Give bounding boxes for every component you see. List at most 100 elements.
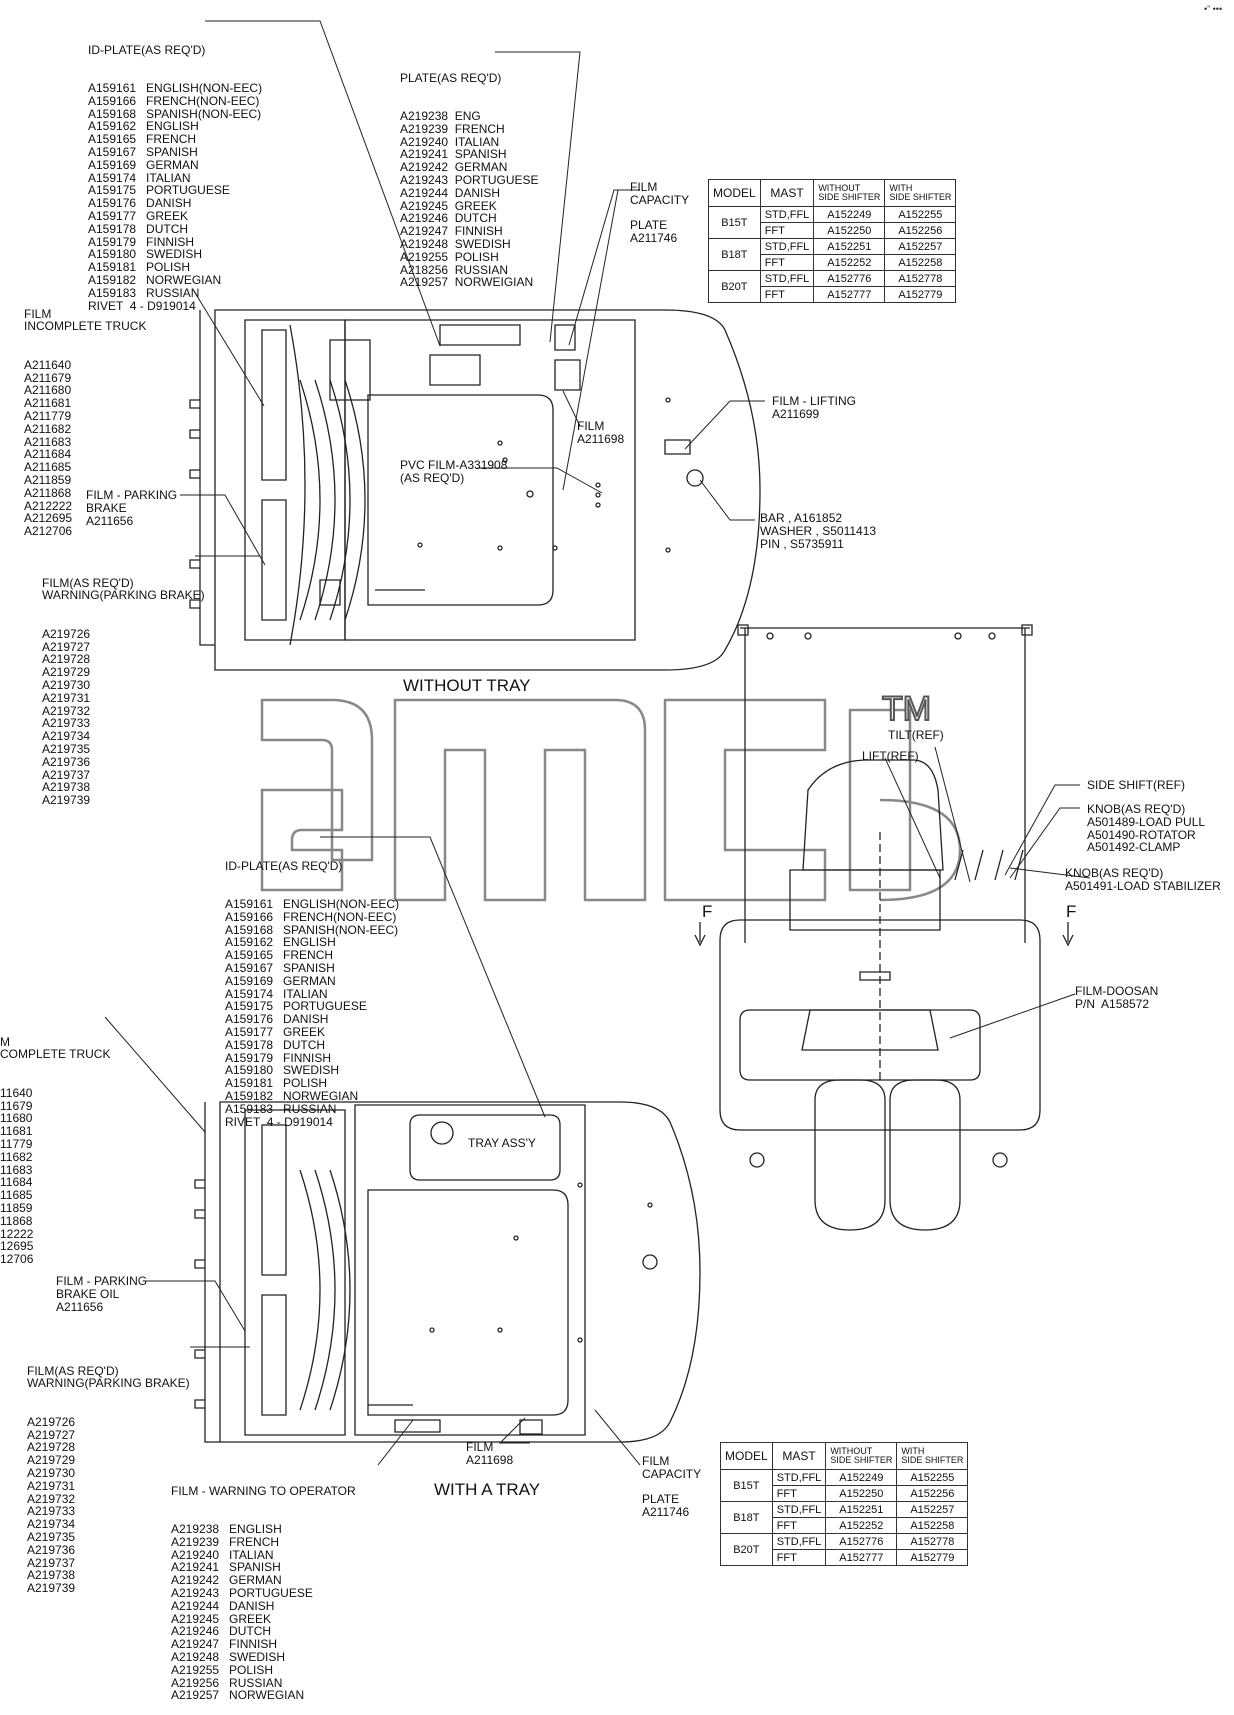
part-number-cell: A152778 [896, 1533, 969, 1550]
list-item: A219726 [42, 626, 91, 641]
list-item: A219734 [42, 729, 91, 744]
part-number-cell: A152776 [813, 270, 886, 287]
mast-cell: FFT [771, 1549, 827, 1566]
list-item: A159176 DANISH [225, 1012, 329, 1027]
list-item: A219240 ITALIAN [400, 134, 500, 149]
list-item: A159180 SWEDISH [225, 1063, 340, 1078]
list-item: A159165 FRENCH [225, 948, 334, 963]
bottom-film-a211698: FILM A211698 [466, 1440, 514, 1467]
part-number-cell: A152779 [884, 286, 957, 303]
list-item: A159169 GERMAN [88, 157, 199, 172]
model-cell: B20T [720, 1533, 773, 1566]
top-film-warning-title: FILM(AS REQ'D) WARNING(PARKING BRAKE) [42, 575, 205, 603]
top-pvc-film: PVC FILM-A331908 (AS REQ'D) [400, 458, 508, 485]
list-item: 11683 [0, 1162, 33, 1177]
list-item: A219729 [42, 665, 91, 680]
list-item: A219733 [42, 716, 91, 731]
bottom-film-warning-title: FILM(AS REQ'D) WARNING(PARKING BRAKE) [27, 1363, 190, 1391]
list-item: A219737 [27, 1555, 76, 1570]
list-item: A211779 [24, 408, 72, 423]
part-number-cell: A152251 [825, 1501, 898, 1518]
spec-table-header: MODEL MAST WITHOUT SIDE SHIFTER WITH SID… [708, 179, 957, 207]
list-item: A219736 [42, 754, 91, 769]
watermark-tm: TM [881, 689, 932, 729]
mast-cell: STD,FFL [771, 1533, 827, 1550]
list-item: RIVET 4 - D919014 [225, 1114, 333, 1129]
list-item: A219730 [42, 677, 91, 692]
list-item: A211679 [24, 370, 72, 385]
list-item: A219239 FRENCH [171, 1534, 280, 1549]
mast-cell: FFT [759, 222, 815, 239]
list-item: A219739 [27, 1581, 76, 1596]
top-id-plate-title: ID-PLATE(AS REQ'D) [88, 42, 206, 57]
list-item: A219241 SPANISH [171, 1560, 281, 1575]
watermark-logo [260, 698, 962, 902]
list-item: A219733 [27, 1504, 76, 1519]
part-number-cell: A152249 [825, 1469, 898, 1486]
top-plate-title: PLATE(AS REQ'D) [400, 70, 502, 85]
list-item: A219727 [42, 639, 91, 654]
list-item: 12706 [0, 1252, 34, 1267]
part-number-cell: A152777 [825, 1549, 898, 1566]
bottom-id-plate: ID-PLATE(AS REQ'D) A159161 ENGLISH(NON-E… [225, 834, 399, 1141]
right-tilt: TILT(REF) [888, 728, 944, 742]
right-knob: KNOB(AS REQ'D) A501489-LOAD PULL A501490… [1087, 802, 1206, 855]
list-item: A219243 PORTUGUESE [171, 1585, 313, 1600]
list-item: A219245 GREEK [400, 198, 497, 213]
list-item: A219238 ENG [400, 108, 481, 123]
list-item: A219728 [42, 652, 91, 667]
list-item: A211680 [24, 383, 72, 398]
list-item: A219732 [27, 1491, 76, 1506]
right-film-doosan: FILM-DOOSAN P/N A158572 [1075, 984, 1159, 1011]
model-cell: B18T [720, 1501, 773, 1534]
model-cell: B18T [708, 238, 761, 271]
model-cell: B20T [708, 270, 761, 303]
list-item: A219245 GREEK [171, 1611, 272, 1626]
bottom-view-title: WITH A TRAY [434, 1480, 541, 1499]
top-film-a211698: FILM A211698 [577, 419, 625, 446]
top-id-plate: ID-PLATE(AS REQ'D) A159161 ENGLISH(NON-E… [88, 18, 262, 325]
list-item: A159174 ITALIAN [225, 986, 328, 1001]
list-item: A211640 [24, 357, 72, 372]
list-item: A159167 SPANISH [88, 144, 198, 159]
list-item: A219239 FRENCH [400, 121, 505, 136]
list-item: A211682 [24, 421, 72, 436]
list-item: A219255 POLISH [400, 249, 499, 264]
list-item: A219726 [27, 1414, 76, 1429]
part-number-cell: A152258 [896, 1517, 969, 1534]
part-number-cell: A152778 [884, 270, 957, 287]
list-item: A211859 [24, 472, 72, 487]
part-number-cell: A152777 [813, 286, 886, 303]
part-number-cell: A152252 [825, 1517, 898, 1534]
list-item: A219248 SWEDISH [400, 236, 511, 251]
list-item: A219246 DUTCH [400, 211, 497, 226]
list-item: A211685 [24, 460, 72, 475]
spec-header-mast: MAST [759, 179, 815, 207]
list-item: A159162 ENGLISH [225, 935, 336, 950]
rear-view [694, 624, 1074, 1231]
list-item: RIVET 4 - D919014 [88, 298, 196, 313]
list-item: A159177 GREEK [88, 208, 189, 223]
bottom-warning-operator-title: FILM - WARNING TO OPERATOR [171, 1483, 356, 1498]
list-item: A218256 RUSSIAN [400, 262, 509, 277]
mast-cell: STD,FFL [759, 206, 815, 223]
list-item: A219730 [27, 1465, 76, 1480]
mast-cell: STD,FFL [759, 270, 815, 287]
part-number-cell: A152251 [813, 238, 886, 255]
list-item: A159178 DUTCH [88, 221, 189, 236]
top-film-parking-brake: FILM - PARKING BRAKE A211656 [86, 488, 178, 528]
mast-cell: FFT [771, 1485, 827, 1502]
bottom-tray: TRAY ASS'Y [468, 1136, 536, 1150]
list-item: A219256 RUSSIAN [171, 1675, 283, 1690]
list-item: A159162 ENGLISH [88, 119, 199, 134]
list-item: 11684 [0, 1175, 33, 1190]
